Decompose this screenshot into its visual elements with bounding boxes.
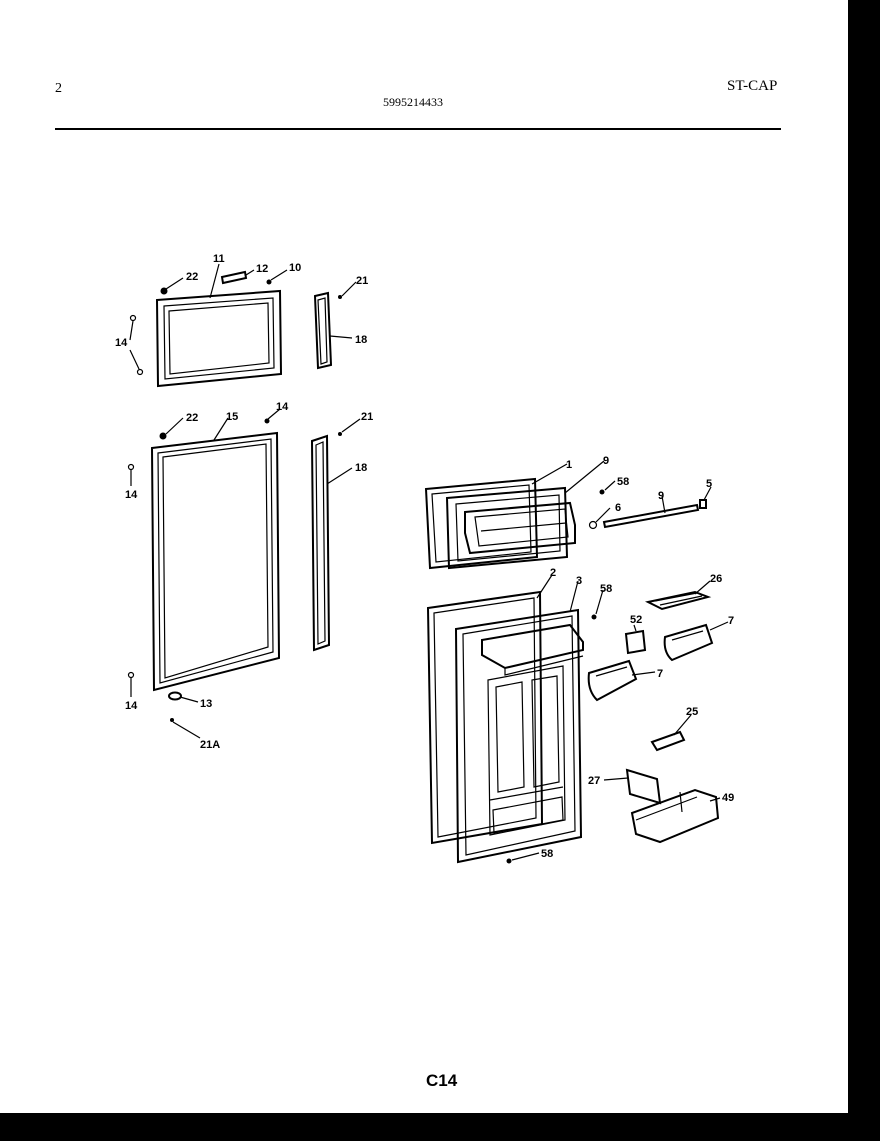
leader-lines xyxy=(129,263,729,861)
door-bin-upper xyxy=(663,623,714,662)
egg-tray xyxy=(644,590,712,611)
callout-22: 22 xyxy=(186,412,198,424)
scan-border-bottom xyxy=(0,1113,880,1141)
callout-9: 9 xyxy=(658,490,664,502)
callout-11: 11 xyxy=(213,253,225,265)
freezer-door-handle xyxy=(313,291,333,370)
callout-49: 49 xyxy=(722,792,734,804)
model-code: ST-CAP xyxy=(727,78,778,94)
callout-21: 21 xyxy=(356,275,368,287)
part-number: 5995214433 xyxy=(383,95,443,109)
callout-14: 14 xyxy=(125,700,138,712)
callout-1: 1 xyxy=(566,459,572,471)
callout-52: 52 xyxy=(630,614,642,626)
fresh-food-door-gasket xyxy=(150,431,281,692)
parts-sheet: 2 5995214433 ST-CAP xyxy=(55,78,781,1090)
callout-58: 58 xyxy=(541,848,553,860)
callout-21A: 21A xyxy=(200,739,220,751)
callout-2: 2 xyxy=(550,567,556,579)
callout-27: 27 xyxy=(588,775,600,787)
callout-15: 15 xyxy=(226,411,238,423)
handle-trim-small xyxy=(220,270,248,285)
callout-58: 58 xyxy=(617,476,629,488)
screws xyxy=(127,279,605,864)
dairy-label xyxy=(624,629,647,655)
callout-7: 7 xyxy=(657,668,663,680)
callout-22: 22 xyxy=(186,271,198,283)
callout-7: 7 xyxy=(728,615,734,627)
freezer-door-gasket xyxy=(155,289,283,388)
callout-14: 14 xyxy=(276,401,289,413)
fresh-food-door-outer xyxy=(426,590,544,845)
fresh-food-door-handle xyxy=(310,434,331,652)
exploded-parts-diagram: 11 12 10 22 14 21 18 22 15 14 21 18 14 1… xyxy=(115,253,734,864)
freezer-shelf-rail xyxy=(602,499,707,529)
scan-border-right xyxy=(848,0,880,1141)
callout-13: 13 xyxy=(200,698,212,710)
callout-labels: 11 12 10 22 14 21 18 22 15 14 21 18 14 1… xyxy=(115,253,734,860)
callout-9: 9 xyxy=(603,455,609,467)
footer-code: C14 xyxy=(426,1071,458,1090)
callout-26: 26 xyxy=(710,573,722,585)
callout-12: 12 xyxy=(256,263,268,275)
bin-divider xyxy=(625,768,662,805)
callout-25: 25 xyxy=(686,706,698,718)
callout-5: 5 xyxy=(706,478,712,490)
freezer-door-outer xyxy=(424,477,539,570)
callout-10: 10 xyxy=(289,262,301,274)
freezer-door-liner xyxy=(445,486,576,570)
callout-14: 14 xyxy=(115,337,128,349)
door-bin-lower xyxy=(587,659,638,702)
callout-58: 58 xyxy=(600,583,612,595)
bottle-bin xyxy=(630,788,720,844)
callout-18: 18 xyxy=(355,462,367,474)
callout-3: 3 xyxy=(576,575,582,587)
callout-6: 6 xyxy=(615,502,621,514)
butter-lid xyxy=(650,730,686,752)
callout-21: 21 xyxy=(361,411,373,423)
header-rule xyxy=(55,128,781,130)
fresh-food-door-liner xyxy=(454,608,584,864)
callout-18: 18 xyxy=(355,334,367,346)
callout-14: 14 xyxy=(125,489,138,501)
page-number: 2 xyxy=(55,81,62,96)
